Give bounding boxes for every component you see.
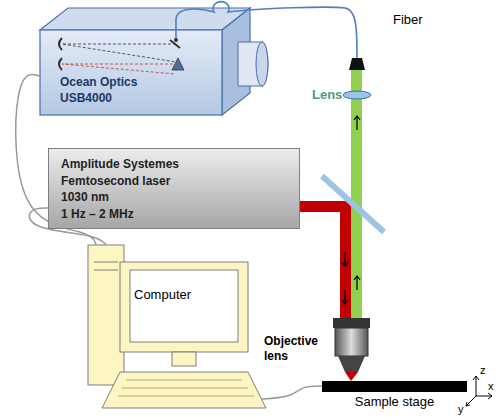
node-text: 1030 nm xyxy=(61,189,289,206)
dichroic-mirror xyxy=(322,176,384,232)
objective-label: Objective lens xyxy=(264,334,332,364)
spectrometer-box: Ocean Optics USB4000 xyxy=(40,30,222,115)
fiber-connector xyxy=(349,58,365,70)
computer-box: Computer xyxy=(88,243,268,413)
computer-illustration xyxy=(88,245,266,408)
node-text: Femtosecond laser xyxy=(61,173,289,190)
objective-lens xyxy=(333,318,370,381)
node-text: Sample stage xyxy=(324,394,465,409)
beam-arrows xyxy=(342,116,360,304)
node-text: Computer xyxy=(134,287,264,302)
lens-label: Lens xyxy=(312,87,342,102)
axis-label: y xyxy=(458,403,464,415)
spectrometer-housing xyxy=(40,8,268,115)
optical-fiber xyxy=(176,2,357,58)
node-text: Ocean Optics USB4000 xyxy=(60,74,152,106)
sample-stage-bar xyxy=(322,381,467,392)
axis-label: z xyxy=(480,364,486,376)
axis-label: x xyxy=(488,380,494,392)
focusing-lens xyxy=(343,91,371,99)
sample-stage: Sample stage xyxy=(322,378,467,414)
node-text: 1 Hz – 2 MHz xyxy=(61,206,289,223)
laser-box: Amplitude SystemesFemtosecond laser1030 … xyxy=(48,148,300,229)
data-cable xyxy=(262,386,322,399)
node-text: Amplitude Systemes xyxy=(61,156,289,173)
fiber-label: Fiber xyxy=(393,12,423,27)
